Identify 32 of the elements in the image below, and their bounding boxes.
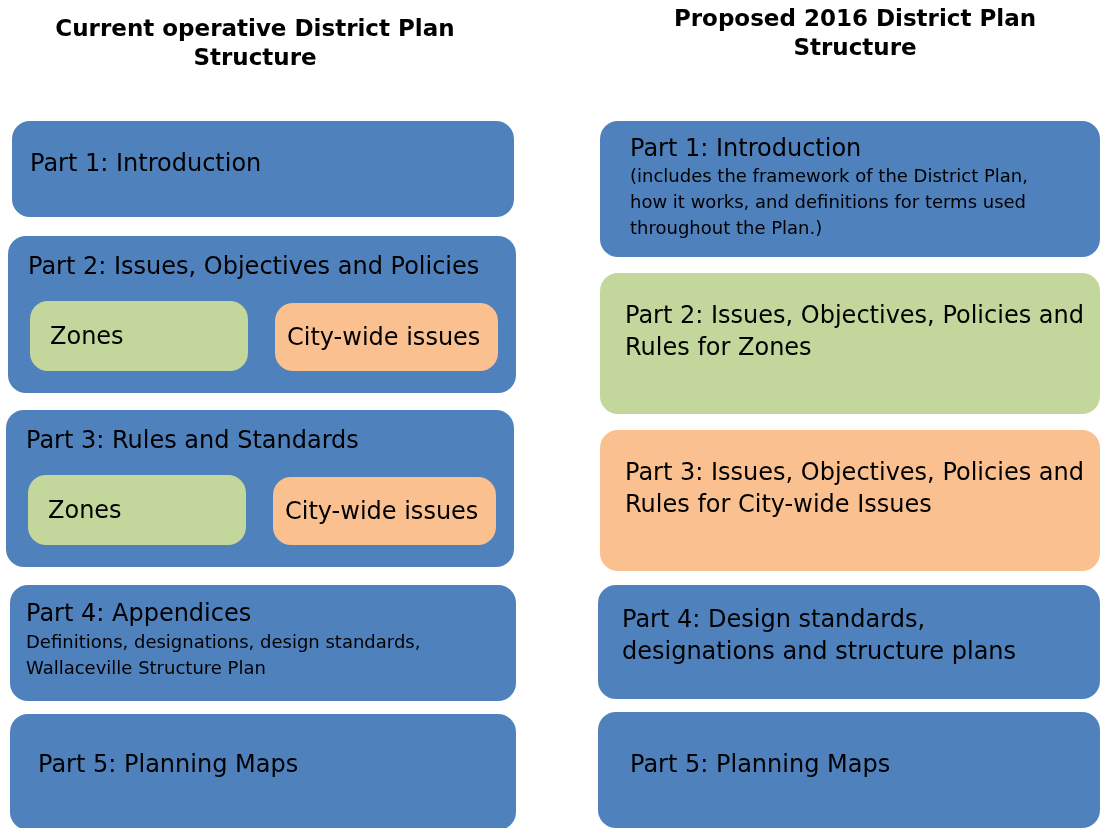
box-heading: Part 5: Planning Maps <box>630 749 891 780</box>
section-box <box>6 410 514 567</box>
box-heading: Part 3: Rules and Standards <box>26 425 359 456</box>
box-heading: Part 1: Introduction <box>30 148 262 179</box>
box-heading: Part 1: Introduction <box>630 133 862 164</box>
section-box <box>598 712 1100 828</box>
box-heading: Part 2: Issues, Objectives and Policies <box>28 251 480 282</box>
box-description: Definitions, designations, design standards, Wallaceville Structure Plan <box>26 630 422 680</box>
box-heading: Part 5: Planning Maps <box>38 749 299 780</box>
box-heading: Zones <box>48 495 122 526</box>
section-box <box>600 273 1100 414</box>
box-heading: Part 4: Design standards, designations and structure plans <box>622 604 1018 667</box>
box-heading: Part 2: Issues, Objectives, Policies and Rules for Zones <box>625 300 1085 363</box>
section-box <box>600 121 1100 257</box>
section-box <box>12 121 514 217</box>
sub-box <box>273 477 496 545</box>
sub-box <box>30 301 248 371</box>
box-heading: City-wide issues <box>285 496 479 527</box>
column-heading: Proposed 2016 District Plan Structure <box>672 4 1038 62</box>
box-description: (includes the framework of the District Plan, how it works, and definitions for terms used throughout the Plan.) <box>630 164 1029 240</box>
box-heading: City-wide issues <box>287 322 481 353</box>
section-box <box>600 430 1100 571</box>
sub-box <box>28 475 246 545</box>
section-box <box>10 714 516 828</box>
sub-box <box>275 303 498 371</box>
section-box <box>10 585 516 701</box>
section-box <box>598 585 1100 699</box>
section-box <box>8 236 516 393</box>
box-heading: Part 4: Appendices <box>26 598 252 629</box>
box-heading: Part 3: Issues, Objectives, Policies and Rules for City-wide Issues <box>625 457 1085 520</box>
column-heading: Current operative District Plan Structure <box>54 14 456 72</box>
box-heading: Zones <box>50 321 124 352</box>
